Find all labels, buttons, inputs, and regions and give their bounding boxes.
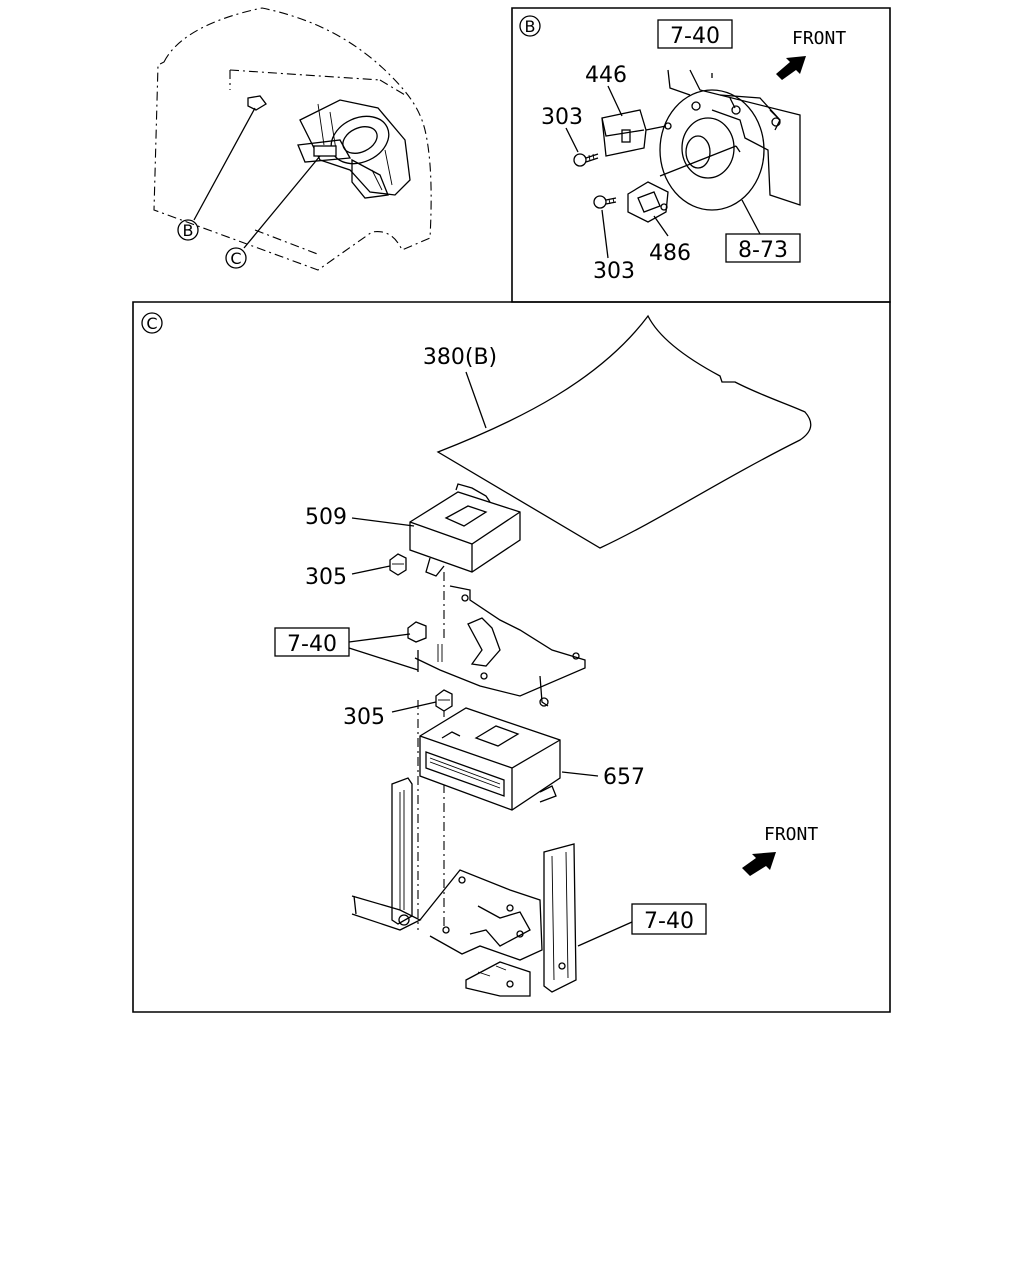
ref-box-7-40-b: [657, 19, 733, 49]
label-380b: 380(B): [423, 345, 497, 370]
front-arrow-icon-b: [776, 56, 806, 80]
ref-box-8-73: [725, 233, 801, 263]
label-305-lower: 305: [343, 705, 385, 730]
panel-c-tag: C: [146, 314, 157, 333]
lower-mounting-frame: [351, 777, 577, 997]
bolt-303-upper: [573, 153, 599, 167]
front-arrow-icon-c: [742, 852, 776, 876]
label-446: 446: [585, 63, 627, 88]
ref-7-40-left: 7-40: [287, 632, 337, 657]
callout-b-letter: B: [183, 221, 194, 240]
panel-b-tag: B: [525, 17, 536, 36]
label-303-upper: 303: [541, 105, 583, 130]
cab-overview: B C: [153, 7, 432, 271]
bolt-303-lower: [593, 195, 617, 209]
label-509: 509: [305, 505, 347, 530]
panel-c-tag-circle: [141, 312, 163, 334]
front-label-b: FRONT: [792, 28, 846, 49]
label-486: 486: [649, 241, 691, 266]
detail-panel-c: C: [132, 301, 891, 1013]
part-380-sheet: [436, 314, 812, 549]
label-305-upper: 305: [305, 565, 347, 590]
part-486-relay: [627, 181, 669, 223]
mounting-bracket: [414, 585, 586, 707]
part-657-unit: [419, 707, 561, 811]
ref-8-73: 8-73: [738, 238, 788, 263]
callout-c-circle: [225, 247, 247, 269]
ref-7-40-right: 7-40: [644, 909, 694, 934]
nut-305-upper: [389, 553, 407, 576]
detail-panel-b: B FRONT 7-40 8-73: [511, 7, 891, 303]
nut-305-lower: [435, 689, 453, 712]
panel-b-tag-circle: [519, 15, 541, 37]
part-location-b: [247, 95, 267, 111]
part-509-ecu: [409, 483, 521, 577]
callout-c-letter: C: [230, 249, 241, 268]
front-label-c: FRONT: [764, 824, 818, 845]
part-446-relay: [601, 109, 672, 157]
nut-7-40: [407, 621, 427, 643]
ref-7-40-b: 7-40: [670, 24, 720, 49]
label-657: 657: [603, 765, 645, 790]
ref-box-7-40-right: [631, 903, 707, 935]
callout-b-circle: [177, 219, 199, 241]
dashboard-assembly: [297, 99, 411, 199]
label-303-lower: 303: [593, 259, 635, 284]
